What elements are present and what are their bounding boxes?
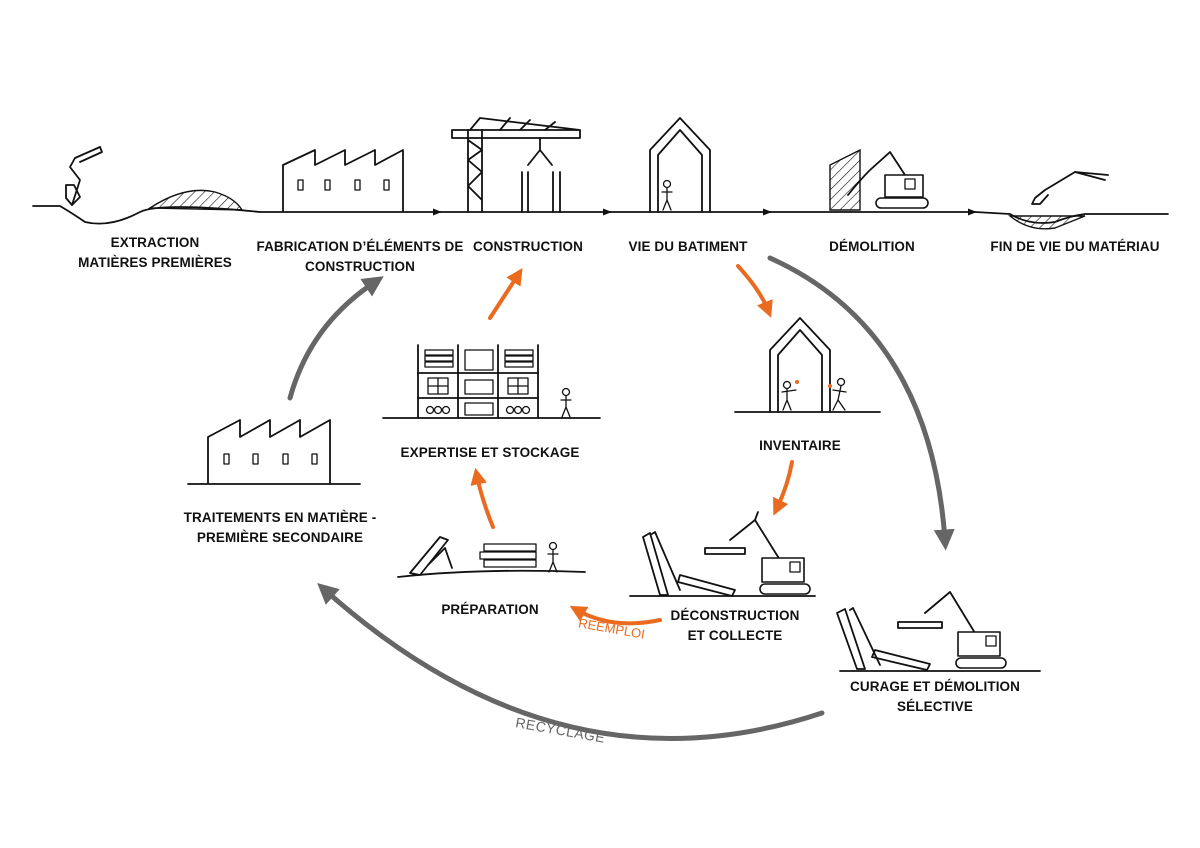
- label-traitements: TRAITEMENTS EN MATIÈRE -PREMIÈRE SECONDA…: [183, 510, 377, 545]
- label-fin-de-vie: FIN DE VIE DU MATÉRIAU: [990, 239, 1160, 254]
- recycle-arrow-left: [287, 276, 384, 401]
- excavator-icon: [629, 511, 816, 597]
- reuse-arrow-expertise-construction: [488, 267, 523, 320]
- label-vie-du-batiment: VIE DU BATIMENT: [628, 239, 748, 254]
- person-icon: [832, 377, 847, 411]
- person-icon: [661, 179, 673, 211]
- excavator-arm-icon: [1008, 171, 1109, 230]
- label-preparation: PRÉPARATION: [441, 602, 539, 617]
- excavator-arm-icon: [65, 146, 244, 211]
- recycle-arrow-lower: [317, 583, 825, 741]
- reuse-arrow-deconstruction-preparation: [569, 605, 662, 626]
- lumber-stack-icon: [397, 536, 586, 578]
- label-construction: CONSTRUCTION: [473, 239, 583, 254]
- reuse-arrow-inventaire-deconstruction: [773, 460, 794, 516]
- reuse-arrow-vie-inventaire: [736, 264, 773, 318]
- person-icon: [547, 541, 559, 573]
- person-icon: [560, 387, 572, 418]
- excavator-icon: [829, 148, 929, 211]
- label-demolition: DÉMOLITION: [829, 239, 915, 254]
- house-icon: [734, 317, 881, 413]
- factory-icon: [282, 149, 404, 212]
- excavator-icon: [836, 591, 1041, 672]
- person-icon: [781, 380, 797, 411]
- label-expertise: EXPERTISE ET STOCKAGE: [400, 445, 580, 460]
- crane-icon: [451, 117, 581, 213]
- label-inventaire: INVENTAIRE: [759, 438, 841, 453]
- recycle-arrow-upper: [767, 255, 955, 551]
- factory-icon: [187, 419, 361, 485]
- house-icon: [649, 117, 711, 213]
- storage-rack-icon: [382, 344, 601, 419]
- reuse-arrow-preparation-expertise: [470, 467, 495, 529]
